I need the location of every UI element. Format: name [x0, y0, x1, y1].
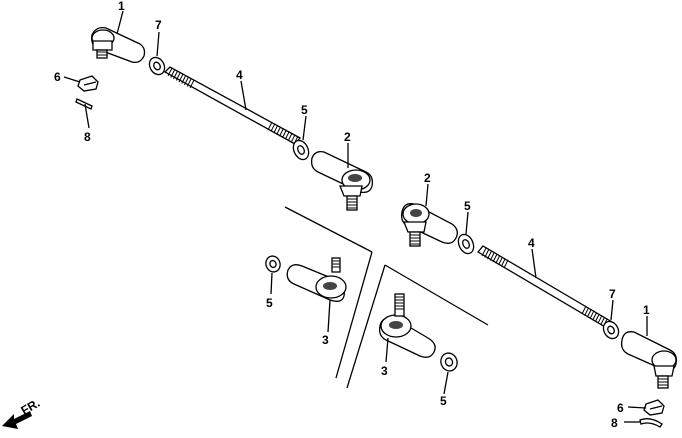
thread-mark: [503, 259, 509, 269]
right-tie-rod-end-1: [620, 331, 678, 389]
opt-right-tie-rod-end-3: [378, 293, 436, 358]
left-tie-rod-end-2: [310, 150, 374, 211]
thread-mark: [592, 311, 598, 321]
thread-mark: [589, 310, 595, 319]
leader-lines: [63, 10, 648, 423]
thread-mark: [495, 255, 501, 264]
thread-mark: [498, 256, 503, 266]
thread-mark: [281, 129, 287, 139]
callout-right-8: 8: [611, 416, 618, 430]
thread-mark: [600, 316, 606, 326]
thread-mark: [181, 75, 187, 84]
right-tie-rod-end-2: [400, 203, 458, 247]
thread-mark: [586, 308, 592, 318]
callout-left-8: 8: [84, 130, 91, 144]
thread-mark: [189, 79, 195, 89]
thread-mark: [492, 253, 498, 263]
callout-left-2: 2: [344, 130, 351, 144]
thread-mark: [178, 73, 184, 83]
thread-mark: [290, 134, 296, 143]
callout-left-6: 6: [54, 70, 61, 84]
thread-mark: [186, 78, 192, 87]
callout-opt-right-3: 3: [381, 364, 388, 378]
front-direction-arrow-icon: [2, 411, 32, 429]
thread-mark: [487, 250, 492, 260]
thread-mark: [173, 70, 178, 80]
left-tie-rod-4: [163, 66, 302, 145]
thread-mark: [184, 76, 189, 86]
callout-left-4: 4: [236, 68, 243, 82]
thread-mark: [273, 124, 279, 134]
thread-mark: [594, 313, 600, 323]
callout-right-7: 7: [609, 287, 616, 301]
callout-right-6: 6: [617, 401, 624, 415]
thread-mark: [484, 249, 490, 258]
callout-left-5: 5: [301, 103, 308, 117]
thread-mark: [287, 132, 293, 142]
callout-left-7: 7: [155, 18, 162, 32]
thread-mark: [170, 69, 176, 78]
thread-mark: [597, 315, 603, 324]
thread-mark: [481, 247, 487, 257]
callout-opt-left-5: 5: [266, 296, 273, 310]
left-castle-nut-6: [77, 75, 99, 92]
callout-right-1: 1: [643, 303, 650, 317]
right-tie-rod-4: [477, 245, 613, 329]
right-castle-nut-6: [643, 399, 665, 416]
thread-mark: [584, 307, 590, 316]
opt-left-tie-rod-end-3: [286, 257, 347, 302]
thread-mark: [175, 72, 181, 81]
left-cotter-pin-8: [75, 98, 93, 110]
thread-mark: [489, 252, 495, 261]
thread-mark: [500, 258, 506, 267]
front-direction-label: FR.: [19, 396, 43, 418]
thread-mark: [284, 131, 290, 140]
left-tie-rod-end-1: [91, 27, 146, 64]
thread-mark: [270, 123, 276, 132]
thread-mark: [581, 305, 587, 315]
callout-right-5: 5: [464, 199, 471, 213]
callout-right-4: 4: [528, 236, 535, 250]
thread-mark: [167, 67, 173, 77]
thread-mark: [276, 126, 282, 135]
callout-opt-left-3: 3: [322, 333, 329, 347]
thread-mark: [267, 121, 273, 131]
optional-parts-frame: [284, 206, 489, 389]
callout-opt-right-5: 5: [440, 394, 447, 408]
right-cotter-pin-8: [639, 418, 663, 428]
callout-left-1: 1: [118, 0, 125, 13]
thread-mark: [279, 127, 285, 137]
callout-right-2: 2: [424, 171, 431, 185]
